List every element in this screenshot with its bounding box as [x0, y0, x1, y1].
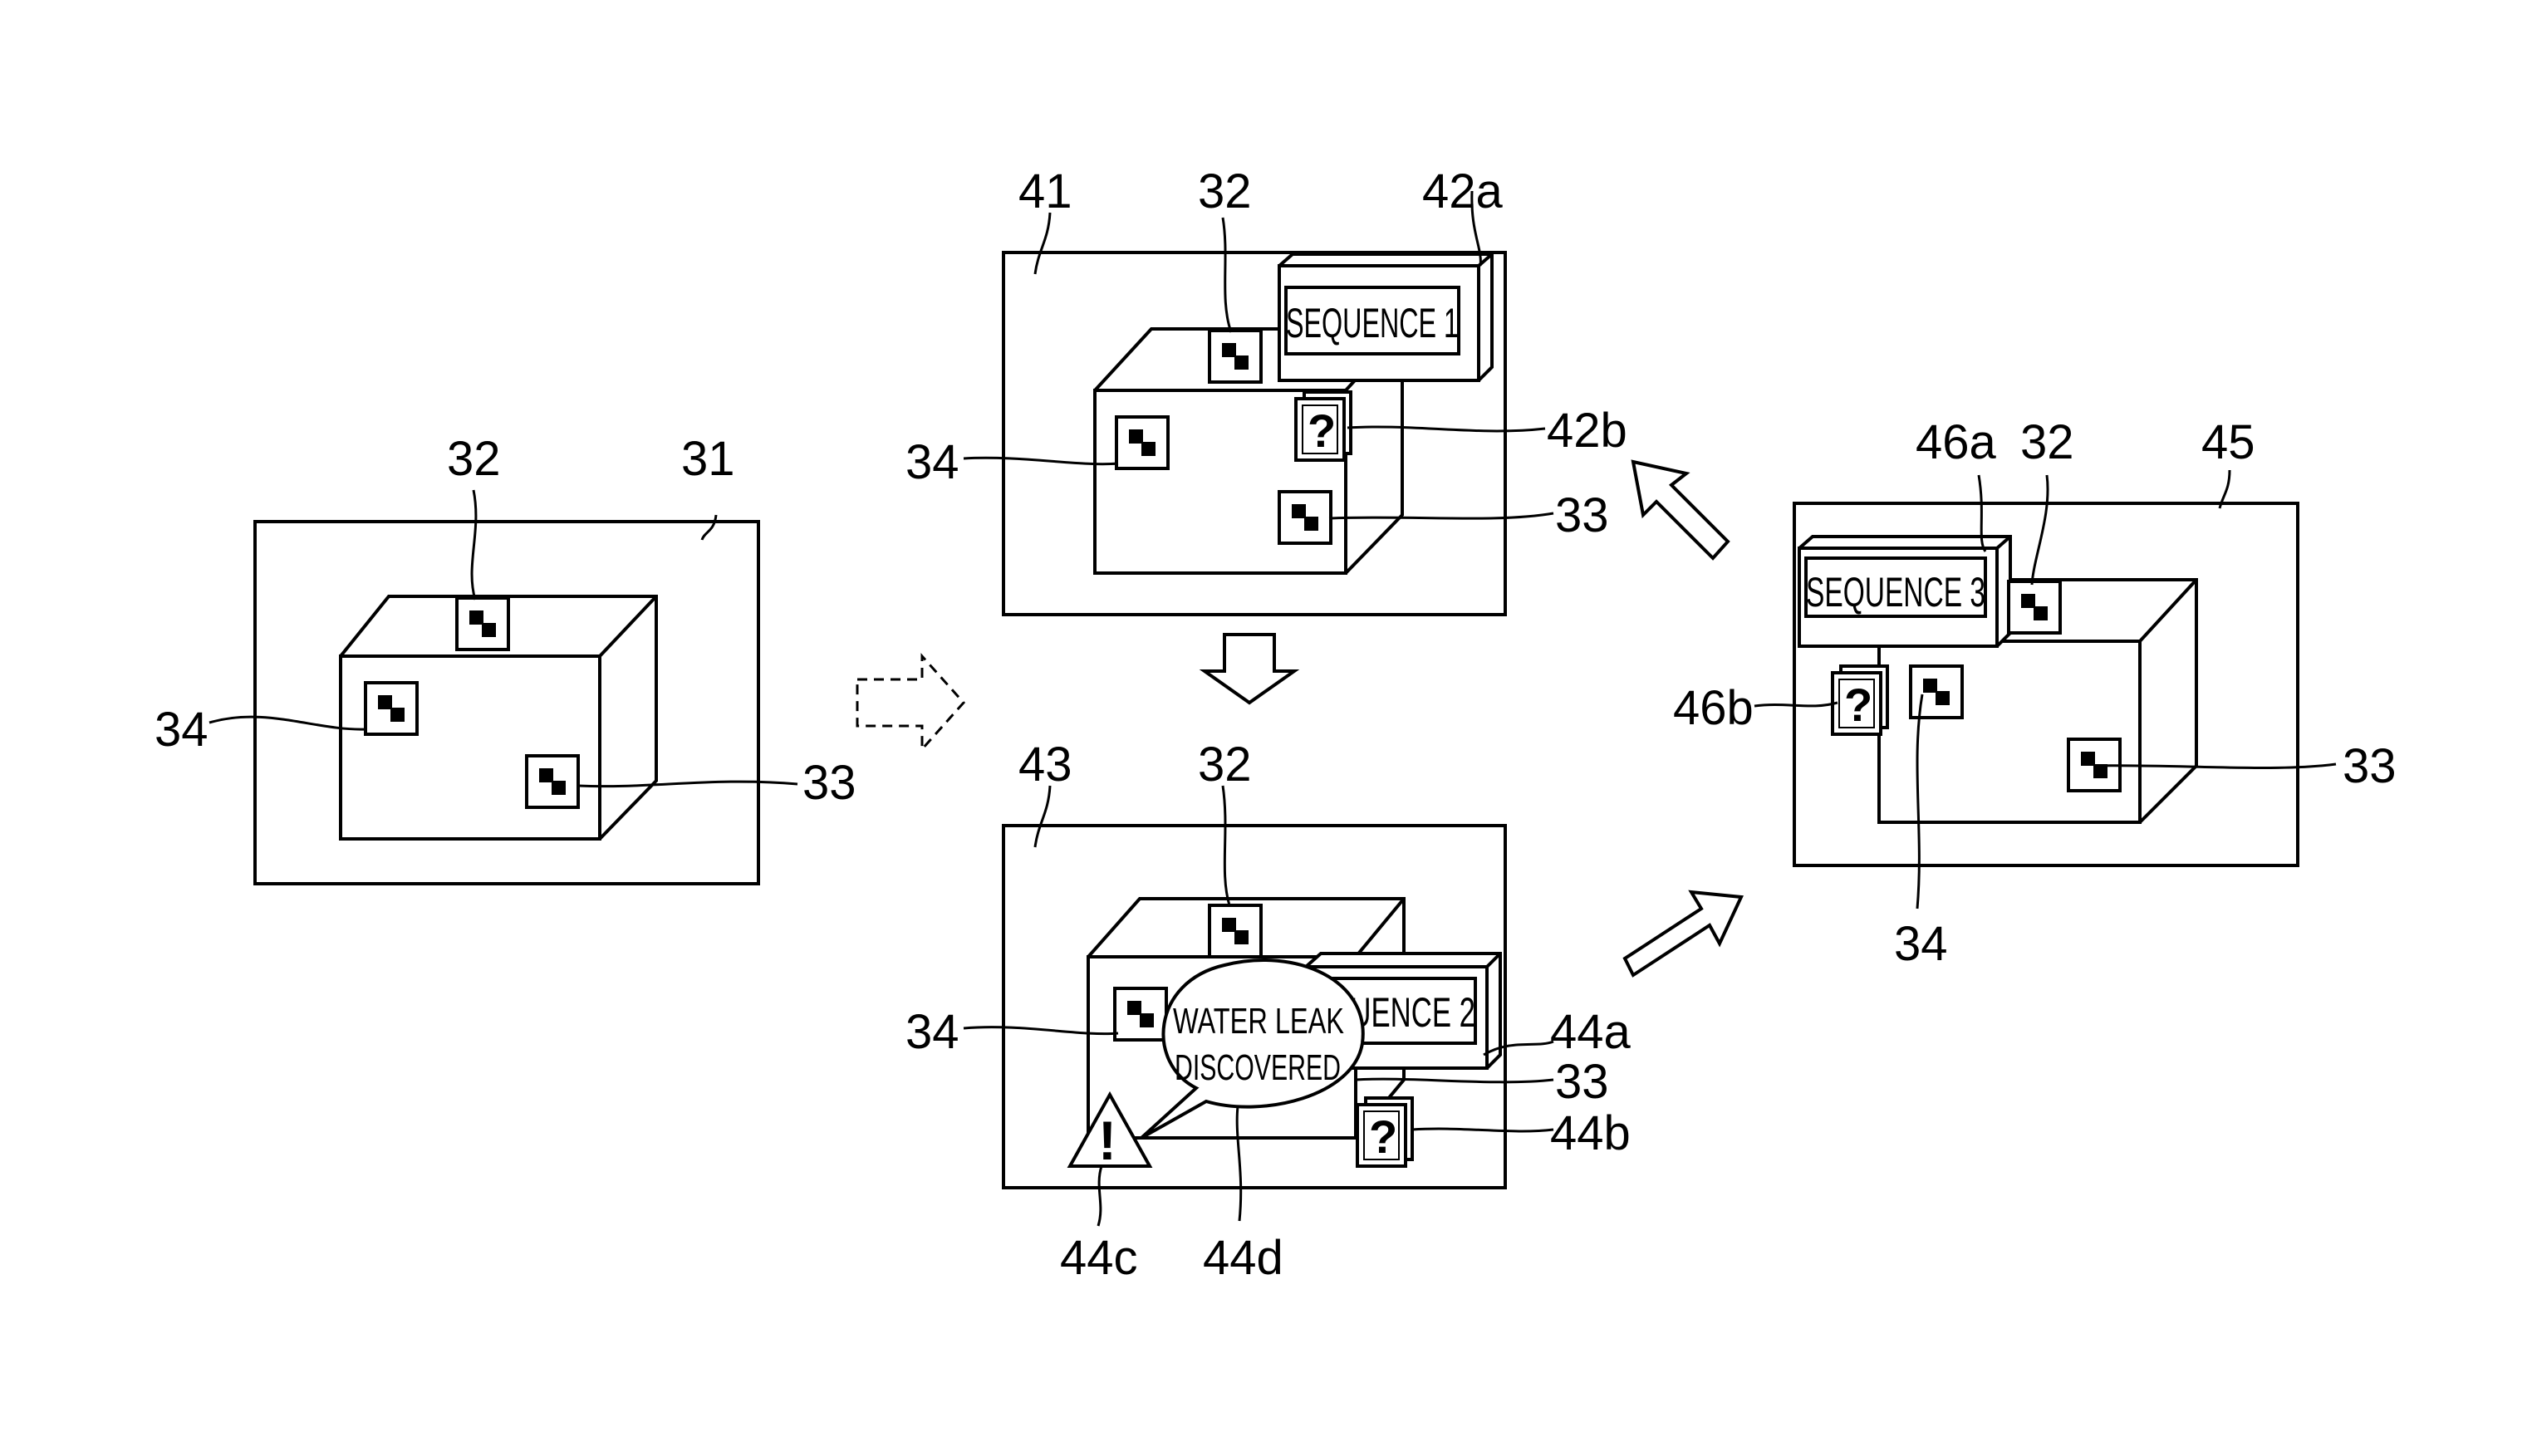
marker-34: [1115, 988, 1166, 1040]
sequence-1-text: SEQUENCE 1: [1286, 300, 1459, 346]
label-34: 34: [905, 435, 959, 489]
label-34: 34: [1894, 917, 1948, 971]
transition-arrow-dashed: [857, 656, 964, 749]
label-33: 33: [2343, 739, 2397, 793]
marker-34: [1116, 417, 1168, 468]
svg-text:?: ?: [1369, 1110, 1397, 1163]
label-32: 32: [1198, 164, 1252, 218]
marker-34: [1911, 666, 1962, 718]
label-32: 32: [447, 432, 501, 486]
frame-31: [255, 522, 758, 884]
figure-43: SEQUENCE 2 WATER LEAK DISCOVERED ! ? 43 …: [905, 738, 1632, 1285]
warning-icon-44c: !: [1070, 1095, 1150, 1171]
svg-text:?: ?: [1844, 679, 1872, 731]
label-41: 41: [1018, 164, 1072, 218]
figure-31: 31 32 34 33: [155, 432, 856, 884]
marker-33: [1279, 492, 1331, 543]
figure-45: SEQUENCE 3 ? 46a 32 45 46b 33 34: [1673, 415, 2397, 971]
label-44a: 44a: [1550, 1005, 1632, 1059]
label-45: 45: [2201, 415, 2255, 469]
transition-arrow-up-right: [1625, 892, 1741, 975]
marker-34: [366, 683, 417, 734]
label-34: 34: [155, 703, 209, 757]
svg-text:!: !: [1098, 1110, 1116, 1171]
marker-32: [2009, 581, 2060, 633]
marker-33: [527, 756, 578, 807]
question-icon-42b: ?: [1296, 392, 1351, 460]
marker-32: [1210, 905, 1261, 957]
label-32: 32: [2020, 415, 2074, 469]
sequence-3-text: SEQUENCE 3: [1806, 569, 1985, 615]
label-44d: 44d: [1203, 1231, 1283, 1285]
question-icon-44b: ?: [1357, 1098, 1412, 1166]
label-33: 33: [1555, 1055, 1609, 1109]
label-31: 31: [681, 432, 735, 486]
label-34: 34: [905, 1005, 959, 1059]
label-44b: 44b: [1550, 1106, 1631, 1160]
label-33: 33: [1555, 488, 1609, 542]
label-42b: 42b: [1547, 404, 1627, 458]
label-33: 33: [802, 756, 856, 810]
label-44c: 44c: [1060, 1231, 1138, 1285]
label-42a: 42a: [1422, 164, 1504, 218]
bubble-text-line1: WATER LEAK: [1173, 1001, 1344, 1042]
label-32: 32: [1198, 738, 1252, 792]
marker-32: [457, 598, 508, 650]
question-icon-46b: ?: [1833, 666, 1887, 734]
transition-arrow-down: [1205, 635, 1294, 703]
label-46a: 46a: [1916, 415, 1997, 469]
transition-arrow-up-left: [1633, 462, 1728, 558]
marker-32: [1210, 331, 1261, 382]
svg-text:?: ?: [1308, 404, 1336, 457]
speech-bubble-44d: WATER LEAK DISCOVERED: [1141, 960, 1363, 1138]
label-43: 43: [1018, 738, 1072, 792]
sequence-3-panel: SEQUENCE 3: [1799, 537, 2010, 646]
sequence-1-panel: SEQUENCE 1: [1279, 254, 1492, 380]
bubble-text-line2: DISCOVERED: [1175, 1047, 1341, 1088]
figure-41: SEQUENCE 1 ? 41 32 42a 42b 34 33: [905, 164, 1627, 615]
label-46b: 46b: [1673, 681, 1754, 735]
